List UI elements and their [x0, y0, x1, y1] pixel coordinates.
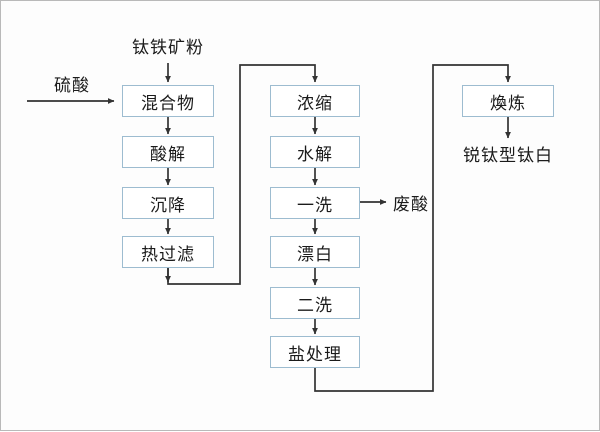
node-acidolysis[interactable]: 酸解 [122, 136, 214, 168]
node-salt-treatment[interactable]: 盐处理 [270, 336, 360, 368]
output-label-anatase-titanium-dioxide: 锐钛型钛白 [463, 145, 553, 165]
node-settling[interactable]: 沉降 [122, 187, 214, 219]
node-first-wash[interactable]: 一洗 [270, 187, 360, 219]
input-label-sulfuric-acid: 硫酸 [54, 75, 90, 95]
output-label-waste-acid: 废酸 [393, 194, 429, 214]
node-concentration[interactable]: 浓缩 [270, 85, 360, 117]
node-bleaching[interactable]: 漂白 [270, 236, 360, 268]
node-hydrolysis[interactable]: 水解 [270, 136, 360, 168]
node-hot-filtration[interactable]: 热过滤 [122, 236, 214, 268]
node-second-wash[interactable]: 二洗 [270, 287, 360, 319]
edge-salttreatment-to-calcination [314, 64, 512, 392]
node-calcination[interactable]: 煥炼 [462, 85, 554, 117]
node-mixture[interactable]: 混合物 [122, 85, 214, 117]
input-label-ilmenite-powder: 钛铁矿粉 [132, 37, 204, 57]
